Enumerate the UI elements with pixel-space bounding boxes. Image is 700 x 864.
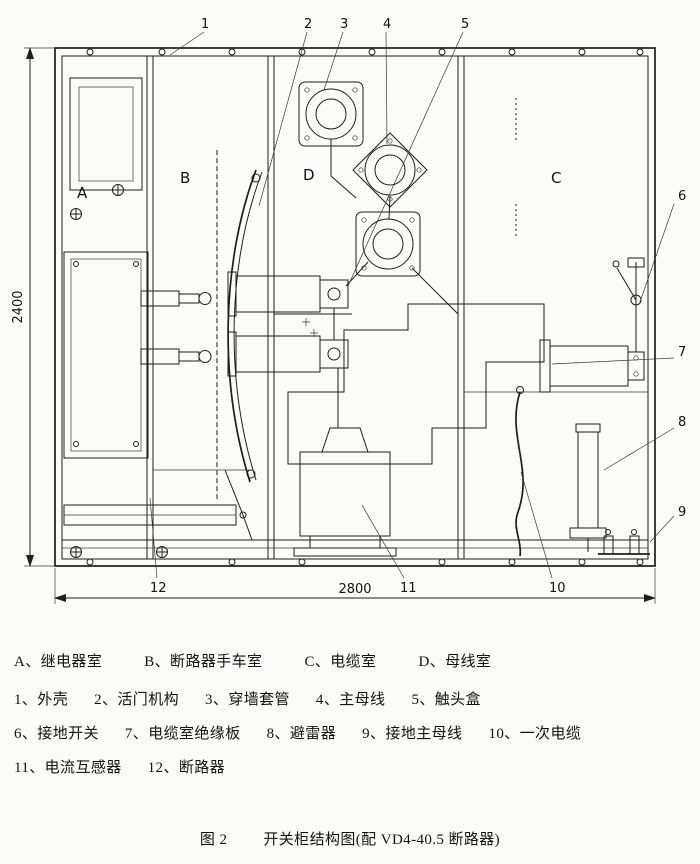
bolt-mark [70,546,82,558]
dimension-width: 2800 [54,568,656,604]
actuator-rod-lower [140,348,212,365]
legend-item: 5、触头盒 [411,692,481,708]
busbar-compartment [274,81,459,315]
legend-item: A、继电器室 [14,654,103,670]
surge-arrester [569,423,607,552]
callout-leaders [149,31,675,579]
dimension-height: 2400 [11,47,55,567]
legend-item: 1、外壳 [14,692,69,708]
legend-item: 7、电缆室绝缘板 [124,726,241,742]
legend-parts-row-2: 6、接地开关 7、电缆室绝缘板 8、避雷器 9、接地主母线 10、一次电缆 [14,722,688,743]
legend-item: 6、接地开关 [14,726,99,742]
bolt-mark [70,208,82,220]
callout-12: 12 [150,581,167,596]
current-transformer [293,427,397,557]
compartment-d-label: D [303,166,315,184]
actuator-rod-upper [140,290,212,307]
legend-item: 3、穿墙套管 [205,692,290,708]
legend-parts-row-1: 1、外壳 2、活门机构 3、穿墙套管 4、主母线 5、触头盒 [14,688,688,709]
legend-item: 2、活门机构 [94,692,180,708]
legend: A、继电器室 B、断路器手车室 C、电缆室 D、母线室 1、外壳 2、活门机构 … [14,650,688,790]
relay-compartment [63,77,237,558]
legend-item: 10、一次电缆 [488,726,582,742]
cable-compartment [464,98,650,557]
contact-box-insulators [227,271,349,428]
legend-item: 4、主母线 [315,692,386,708]
compartment-a-label: A [77,184,88,202]
callout-8: 8 [678,415,686,430]
callout-7: 7 [678,345,686,360]
callout-10: 10 [549,581,566,596]
switchgear-structure-diagram: A B D C 1 2 3 4 5 6 7 8 9 10 11 12 2400 … [11,17,686,604]
figure-title: 开关柜结构图(配 VD4-40.5 断路器) [263,832,501,848]
callout-6: 6 [678,189,686,204]
legend-item: 9、接地主母线 [362,726,463,742]
legend-item: 11、电流互感器 [14,760,122,776]
callout-11: 11 [400,581,417,596]
dimension-height-label: 2400 [11,290,26,323]
legend-item: 12、断路器 [147,760,226,776]
bolt-mark [112,184,124,196]
ground-main-bus [598,529,650,555]
frame-bolts [86,48,644,566]
dimension-width-label: 2800 [338,582,371,597]
cabinet-enclosure [54,47,656,567]
legend-item: D、母线室 [418,654,492,670]
legend-rooms-row: A、继电器室 B、断路器手车室 C、电缆室 D、母线室 [14,650,688,671]
breaker-compartment [153,150,263,541]
primary-cable [515,386,524,557]
compartment-c-label: C [551,169,561,187]
legend-parts-row-3: 11、电流互感器 12、断路器 [14,756,688,777]
callout-4: 4 [383,17,391,32]
legend-item: C、电缆室 [304,654,377,670]
figure-caption: 图 2 开关柜结构图(配 VD4-40.5 断路器) [0,828,700,849]
callout-3: 3 [340,17,348,32]
callout-9: 9 [678,505,686,520]
callout-2: 2 [304,17,312,32]
figure-number: 图 2 [199,832,228,848]
cable-bushing [539,339,645,393]
bolt-mark [156,546,168,558]
compartment-b-label: B [180,169,190,187]
legend-item: 8、避雷器 [266,726,337,742]
callout-5: 5 [461,17,469,32]
insulation-plates [287,303,545,465]
callout-1: 1 [201,17,209,32]
earthing-switch [612,257,645,352]
legend-item: B、断路器手车室 [144,654,263,670]
